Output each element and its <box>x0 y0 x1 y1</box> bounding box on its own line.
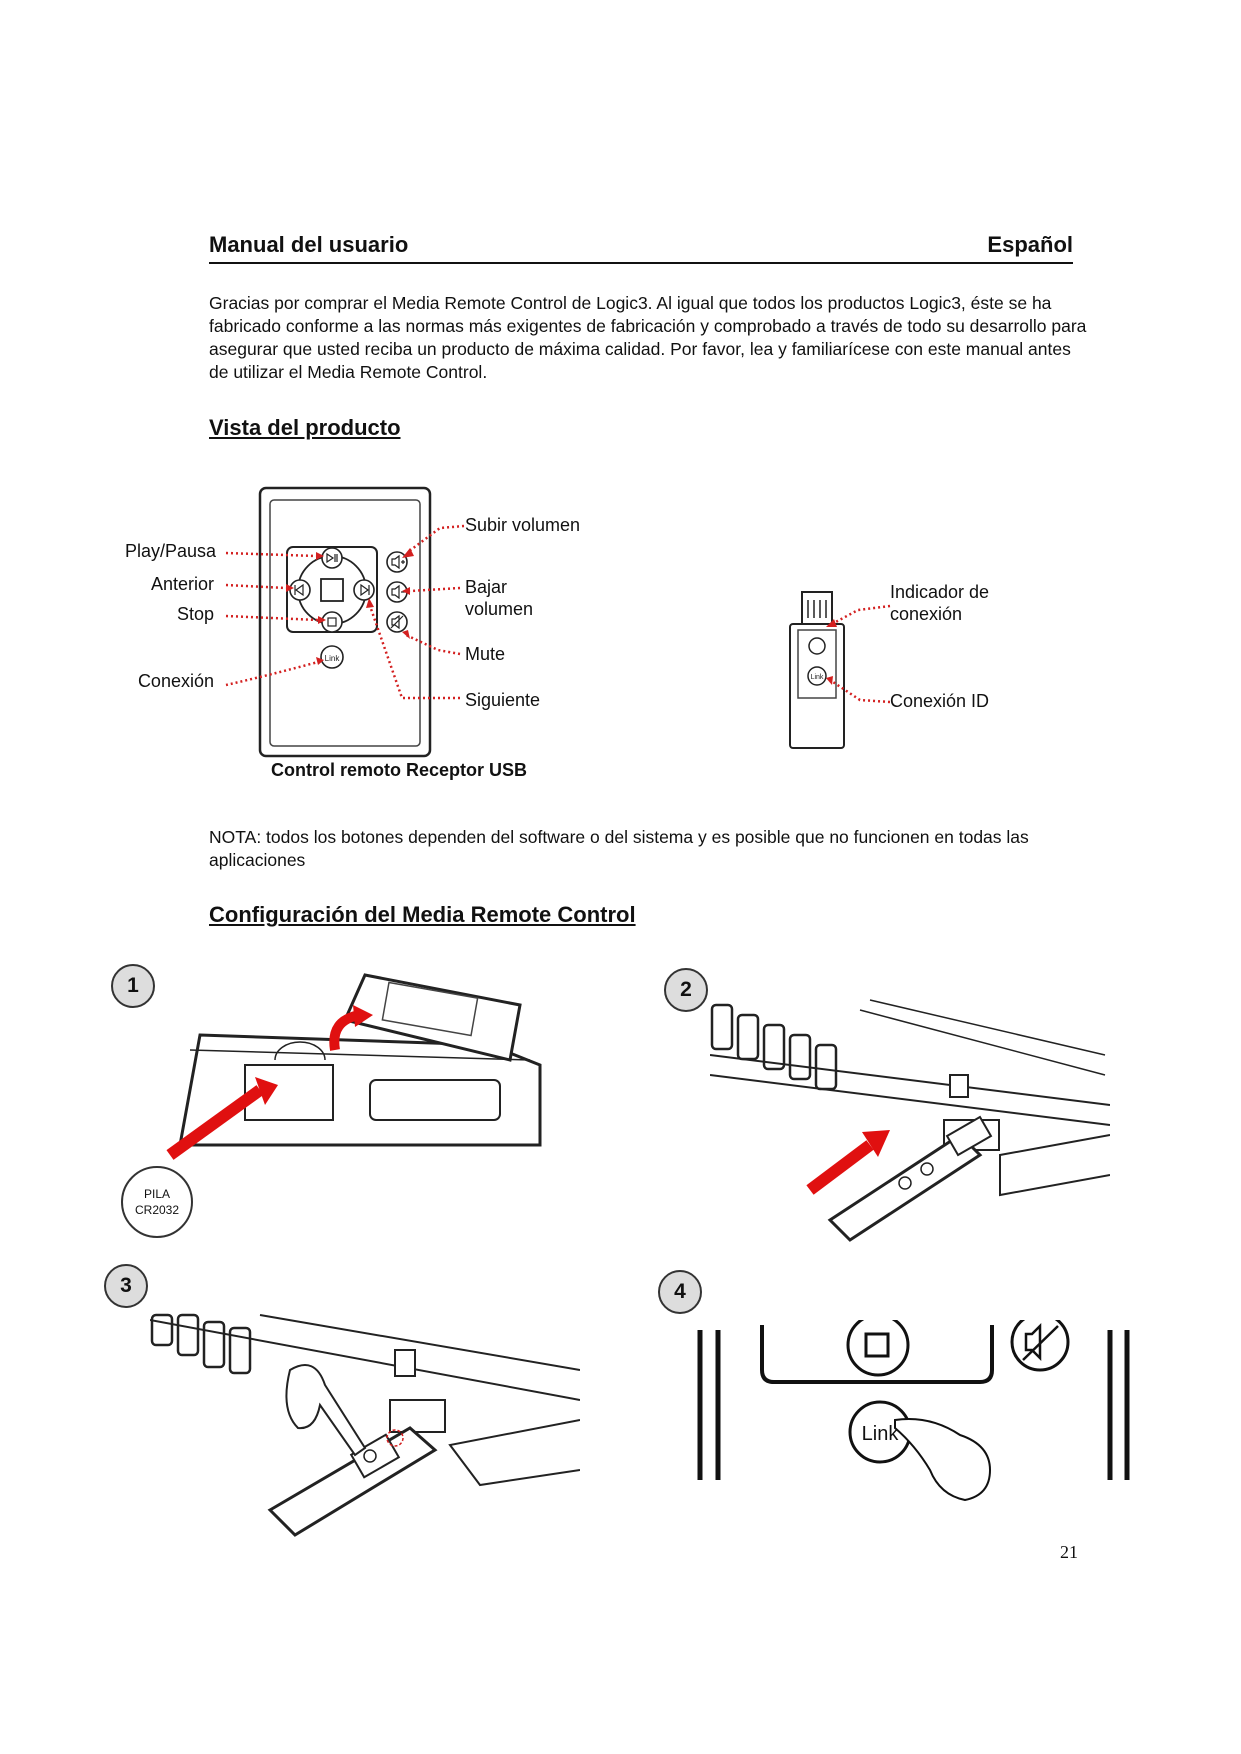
label-volume-down-line2: volumen <box>465 599 534 619</box>
label-connection: Conexión <box>137 671 214 691</box>
setup-heading: Configuración del Media Remote Control <box>209 902 636 927</box>
usb-link-label: Link <box>811 674 824 681</box>
battery-badge: PILA CR2032 <box>121 1166 193 1238</box>
step-1-number: 1 <box>111 964 155 1008</box>
label-volume-up: Subir volumen <box>465 515 581 535</box>
label-volume-down-line1: Bajar <box>465 577 508 597</box>
manual-title: Manual del usuario <box>209 232 409 257</box>
page-number: 21 <box>1060 1542 1078 1562</box>
label-stop: Stop <box>176 604 214 624</box>
step-2-number: 2 <box>664 968 708 1012</box>
label-mute: Mute <box>465 644 506 664</box>
label-play-pause: Play/Pausa <box>124 541 216 561</box>
language-label: Español <box>987 232 1073 257</box>
remote-control-diagram: Link <box>225 486 465 758</box>
label-connection-indicator-line2: conexión <box>890 604 963 624</box>
intro-paragraph: Gracias por comprar el Media Remote Cont… <box>209 293 1087 382</box>
label-previous: Anterior <box>150 574 214 594</box>
usb-receiver-diagram: Link <box>789 591 891 749</box>
label-next: Siguiente <box>465 690 541 710</box>
remote-link-label: Link <box>325 654 341 663</box>
diagram-caption: Control remoto Receptor USB <box>271 760 528 780</box>
battery-label-line1: PILA <box>143 1187 170 1201</box>
label-connection-indicator-line1: Indicador de <box>890 582 990 602</box>
page-header: Manual del usuario Español <box>209 232 1073 264</box>
step-3-illustration <box>150 1313 580 1537</box>
step-4-number: 4 <box>658 1270 702 1314</box>
label-connection-id: Conexión ID <box>890 691 990 711</box>
product-view-heading: Vista del producto <box>209 415 401 440</box>
step-1-illustration <box>166 973 542 1160</box>
step-4-illustration: Link <box>697 1320 1130 1502</box>
battery-label-line2: CR2032 <box>134 1203 180 1217</box>
note-paragraph: NOTA: todos los botones dependen del sof… <box>209 827 1029 870</box>
step-3-number: 3 <box>104 1264 148 1308</box>
step-2-illustration <box>710 999 1110 1242</box>
step-4-link-label: Link <box>862 1423 900 1445</box>
